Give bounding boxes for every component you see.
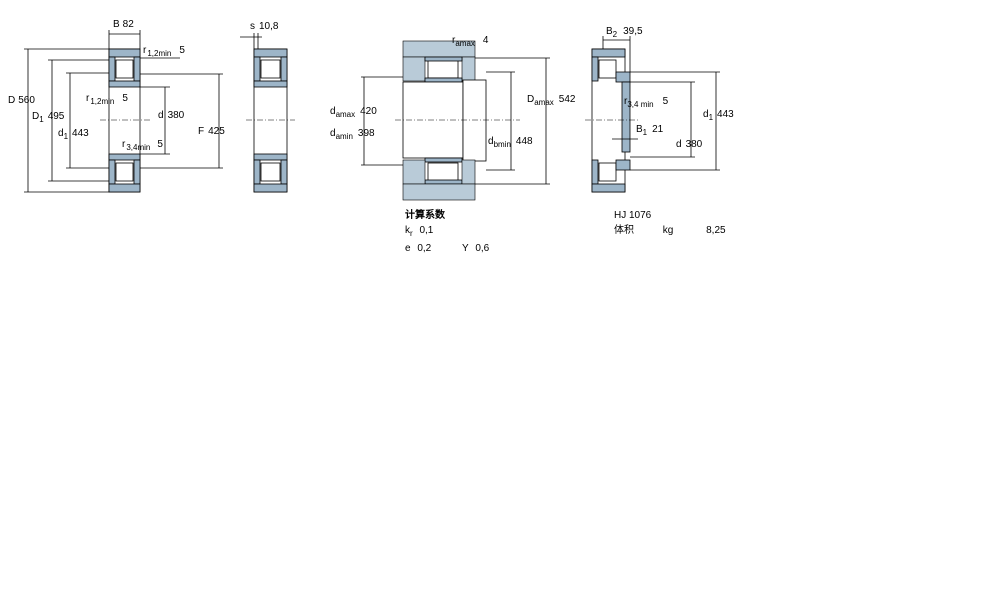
housing-cover-bottom [461,159,476,185]
housing-shoulder-top [402,56,426,82]
e-symbol: e [405,243,411,254]
mass-label: 体积 [614,225,634,236]
hj-flange [591,56,599,82]
ring-designation: HJ 1076 [614,210,652,221]
hj-angle-bottom [615,159,631,171]
mass-unit: kg [662,225,674,236]
side-inner-bottom [253,153,288,161]
outer-ring-bottom [108,183,141,193]
hj-ring-top [591,48,626,58]
mount-ring-top-inner [424,77,463,83]
inner-ring-bottom [108,153,141,161]
hj-roller-top [598,59,617,79]
side-flange [280,56,288,82]
roller-bottom [115,162,134,182]
mass-value: 8,25 [706,225,726,236]
side-inner-top [253,80,288,88]
kr-row: kr 0,1 [405,223,489,241]
mount-roller-bottom [427,162,459,182]
y-symbol: Y [462,243,469,254]
calc-factors-block: 计算系数 kr 0,1 e 0,2 Y 0,6 [405,208,489,256]
e-y-row: e 0,2 Y 0,6 [405,241,489,256]
hj-angle-top [615,71,631,83]
kr-symbol: k [405,225,410,236]
housing-shoulder-bottom [402,159,426,185]
calc-factors-title: 计算系数 [405,210,445,221]
housing-cover-top [461,56,476,82]
side-roller-top [260,59,281,79]
ring-info-block: HJ 1076 体积 kg 8,25 [614,208,726,238]
side-ring-bottom [253,183,288,193]
mount-ring-bottom-inner [424,157,463,163]
mass-row: 体积 kg 8,25 [614,223,726,238]
housing-bottom [402,183,476,201]
hj-flange [591,159,599,185]
kr-subscript: r [410,229,413,238]
hj-roller-bottom [598,162,617,182]
inner-ring-top [108,80,141,88]
side-flange [253,56,261,82]
hj-angle-web [621,81,631,153]
mount-roller-top [427,59,459,79]
roller-top [115,59,134,79]
outer-ring-flange-bottom-left [108,159,116,185]
y-value: 0,6 [475,243,490,254]
mount-ring-top [424,56,463,62]
e-value: 0,2 [417,243,432,254]
outer-ring-flange-bottom-right [133,159,141,185]
hj-ring-bottom [591,183,626,193]
side-flange [253,159,261,185]
mount-ring-bottom [424,179,463,185]
outer-ring-flange-top-left [108,56,116,82]
kr-value: 0,1 [419,225,434,236]
abutment-ring [462,79,487,162]
outer-ring-top [108,48,141,58]
side-roller-bottom [260,162,281,182]
side-ring-top [253,48,288,58]
outer-ring-flange-top-right [133,56,141,82]
side-flange [280,159,288,185]
